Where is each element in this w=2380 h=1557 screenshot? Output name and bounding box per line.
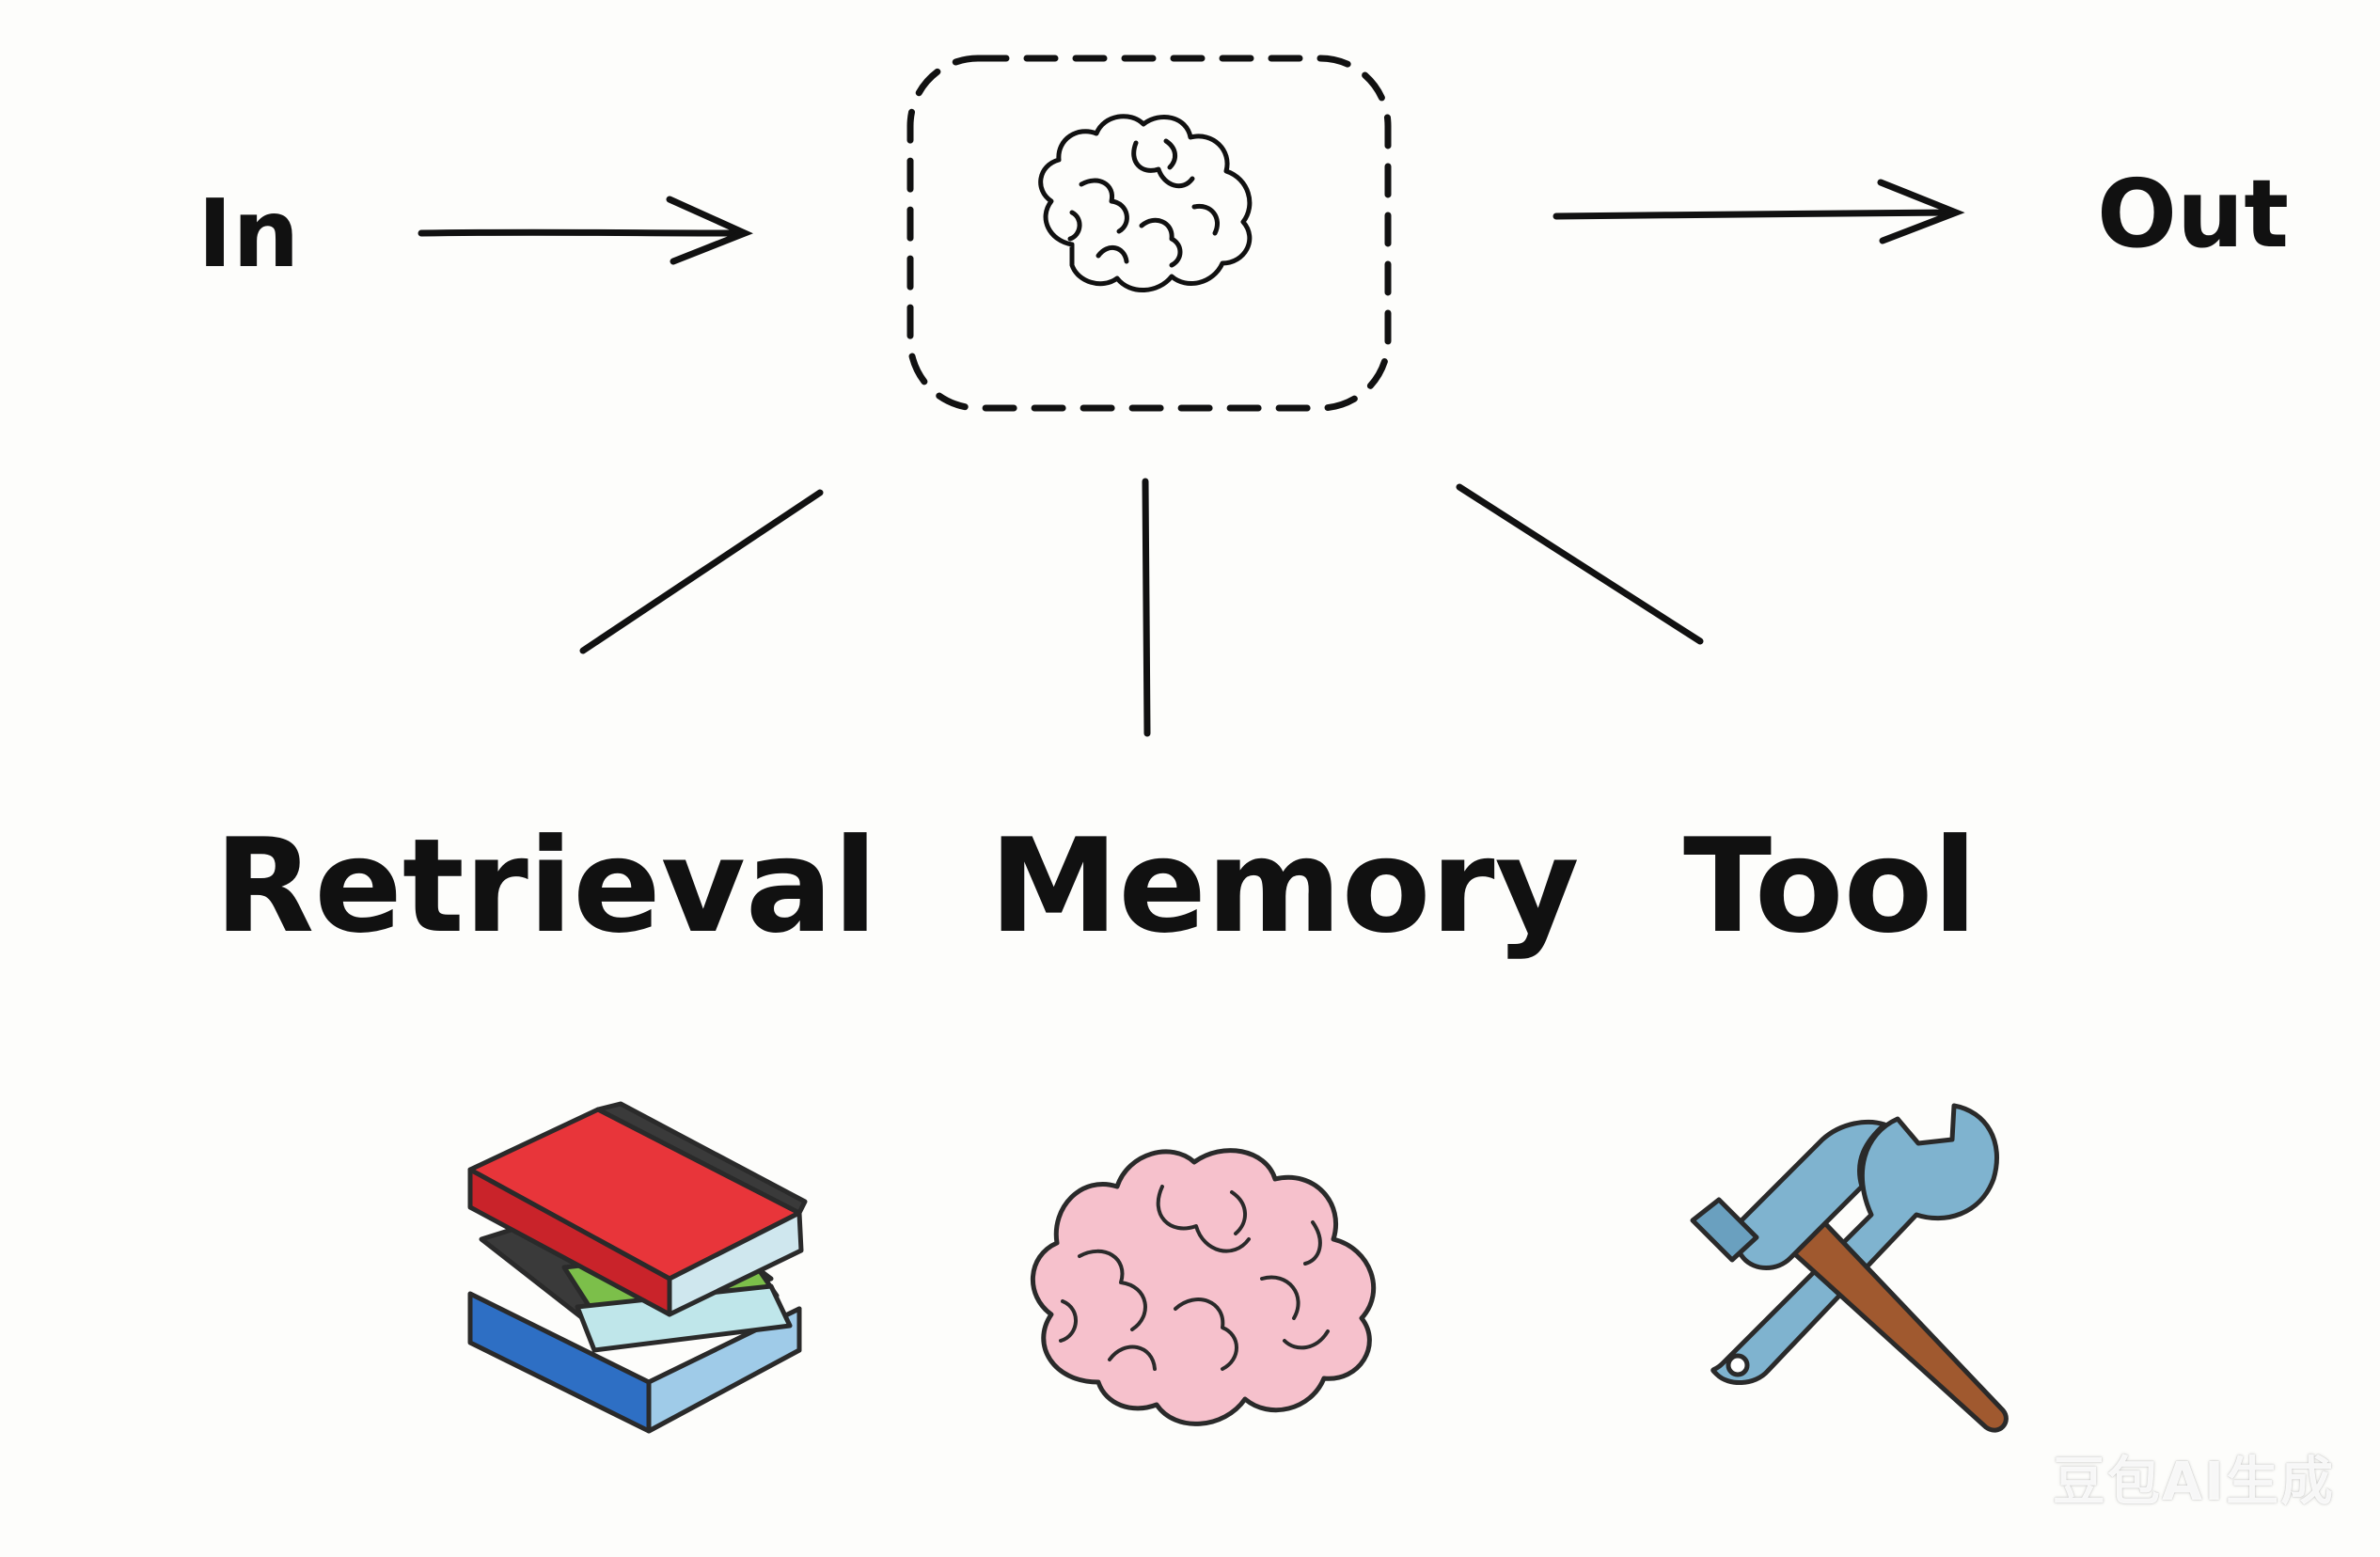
module-label-retrieval: Retrieval — [214, 810, 877, 962]
connector-memory — [1142, 478, 1151, 737]
module-label-memory: Memory — [989, 810, 1580, 962]
hammer-wrench-icon — [1690, 1103, 2009, 1433]
connector-retrieval — [579, 489, 824, 654]
input-arrow — [418, 196, 753, 265]
brain-pink-icon — [1030, 1148, 1377, 1426]
module-label-tool: Tool — [1683, 810, 1978, 962]
output-label: Out — [2097, 159, 2289, 269]
watermark-text: 豆包AI生成 — [2052, 1452, 2335, 1513]
brain-outline-icon — [1038, 114, 1253, 292]
agent-core-box — [906, 55, 1392, 412]
input-label: In — [197, 179, 299, 289]
output-arrow — [1553, 179, 1965, 244]
connector-tool — [1456, 483, 1704, 645]
connector-lines — [579, 478, 1704, 737]
books-icon — [467, 1101, 808, 1434]
